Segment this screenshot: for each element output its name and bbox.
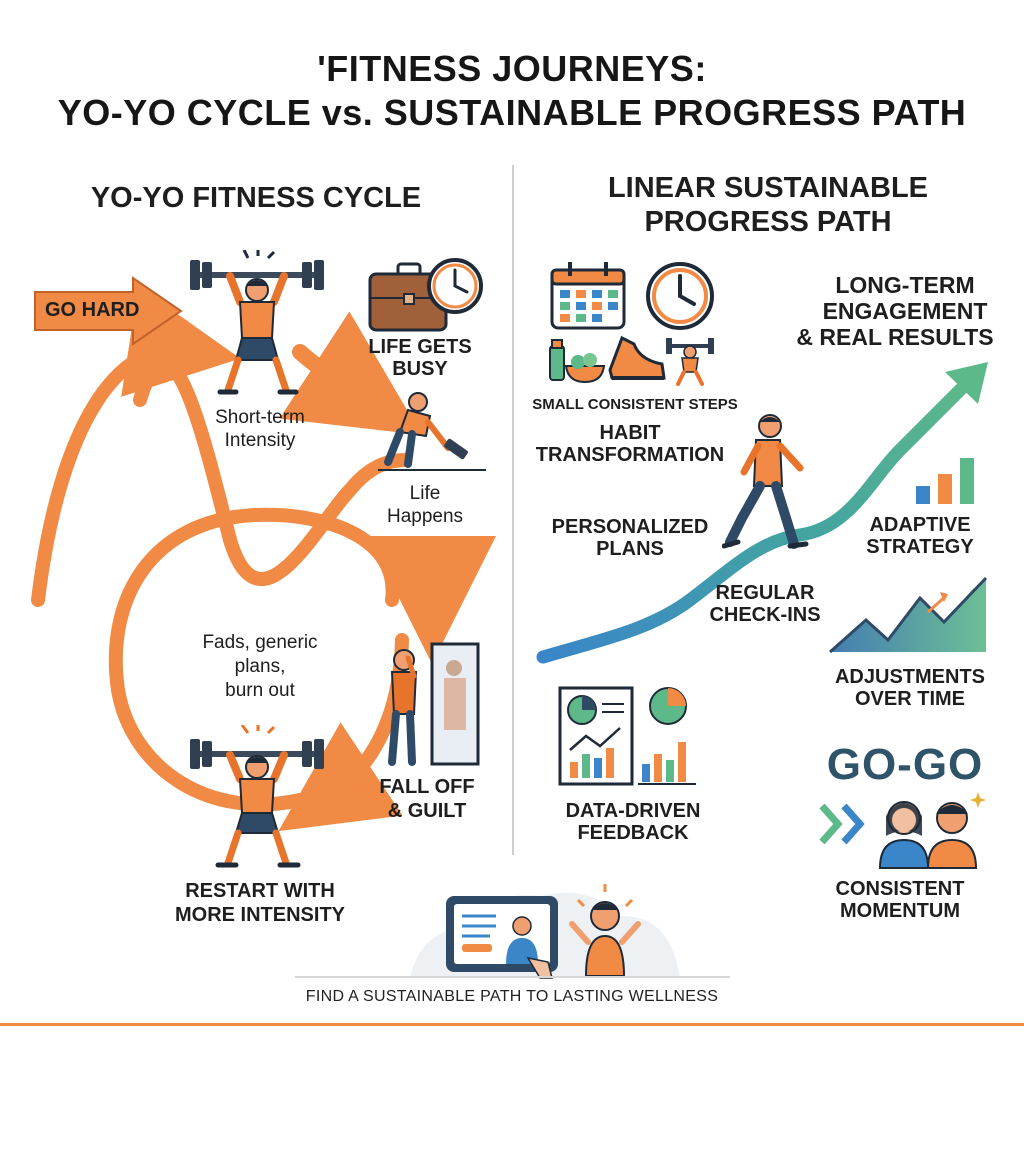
fads-line3: burn out <box>225 680 295 701</box>
linear-heading-line1: LINEAR SUSTAINABLE <box>607 172 929 204</box>
life-busy-line1: LIFE GETS <box>368 336 472 358</box>
footer-text: FIND A SUSTAINABLE PATH TO LASTING WELLN… <box>305 988 719 1005</box>
data-chart-icon <box>558 686 696 786</box>
habit-line1: HABIT <box>599 422 661 444</box>
sneaker-icon <box>608 335 666 380</box>
salad-icon <box>549 339 606 384</box>
linear-heading-line2: PROGRESS PATH <box>644 206 892 238</box>
personalized-line1: PERSONALIZED <box>551 516 709 538</box>
yoyo-heading: YO-YO FITNESS CYCLE <box>90 182 422 214</box>
page-title-line2: YO-YO CYCLE vs. SUSTAINABLE PROGRESS PAT… <box>57 92 967 133</box>
consistent-line1: CONSISTENT <box>835 878 965 900</box>
adjustments-line1: ADJUSTMENTS <box>834 666 985 688</box>
footer-accent-line <box>0 1023 1024 1026</box>
adaptive-line2: STRATEGY <box>866 536 974 558</box>
wellness-illustration <box>410 884 680 979</box>
progress-path <box>536 378 972 664</box>
small-lifter-icon <box>666 338 714 386</box>
progress-arrowhead <box>945 362 988 404</box>
data-driven-line2: FEEDBACK <box>577 822 689 844</box>
busy-arrow <box>279 311 422 435</box>
long-term-line3: & REAL RESULTS <box>796 324 994 350</box>
fall-off-line1: FALL OFF <box>379 776 475 798</box>
loop-curve <box>108 507 400 812</box>
fads-line2: plans, <box>234 656 286 677</box>
adaptive-line1: ADAPTIVE <box>869 514 971 536</box>
adjustments-line2: OVER TIME <box>854 688 965 710</box>
rise-arrow <box>31 286 241 607</box>
calendar-icon <box>550 262 626 330</box>
adaptive-bar-3 <box>960 458 974 504</box>
adaptive-bar-2 <box>938 474 952 504</box>
gogo-people-icon <box>819 792 986 869</box>
adaptive-bar-1 <box>916 486 930 504</box>
mirror-icon <box>388 642 480 766</box>
short-term-line2: Intensity <box>224 430 296 451</box>
tired-person-icon <box>378 392 486 471</box>
clock-icon <box>427 258 483 314</box>
go-hard-label: GO HARD <box>45 299 140 321</box>
restart-line1: RESTART WITH <box>185 880 335 902</box>
regular-line1: REGULAR <box>715 582 815 604</box>
life-happens-line1: Life <box>409 483 441 504</box>
weightlifter-top-icon <box>190 250 324 395</box>
data-driven-line1: DATA-DRIVEN <box>565 800 701 822</box>
gogo-label: GO-GO <box>826 740 984 789</box>
walking-person-icon <box>722 414 809 549</box>
center-divider <box>512 165 514 855</box>
fall-off-line2: & GUILT <box>387 800 467 822</box>
life-happens-line2: Happens <box>386 506 464 527</box>
habit-line2: TRANSFORMATION <box>535 444 725 466</box>
fads-line1: Fads, generic <box>202 632 318 653</box>
long-term-line2: ENGAGEMENT <box>822 298 988 324</box>
weightlifter-bottom-icon <box>190 725 324 868</box>
short-term-line1: Short-term <box>215 407 305 428</box>
restart-line2: MORE INTENSITY <box>174 904 345 926</box>
footer-rule <box>295 976 730 978</box>
small-steps-label: SMALL CONSISTENT STEPS <box>532 396 738 413</box>
personalized-line2: PLANS <box>596 538 664 560</box>
go-hard-arrow: GO HARD <box>33 276 183 346</box>
consistent-line2: MOMENTUM <box>840 900 960 922</box>
wave-curve <box>133 355 412 586</box>
regular-line2: CHECK-INS <box>709 604 821 626</box>
page-title-line1: 'FITNESS JOURNEYS: <box>317 48 707 89</box>
life-busy-line2: BUSY <box>392 358 448 380</box>
long-term-line1: LONG-TERM <box>835 272 975 298</box>
clock-icon-right <box>646 262 714 330</box>
